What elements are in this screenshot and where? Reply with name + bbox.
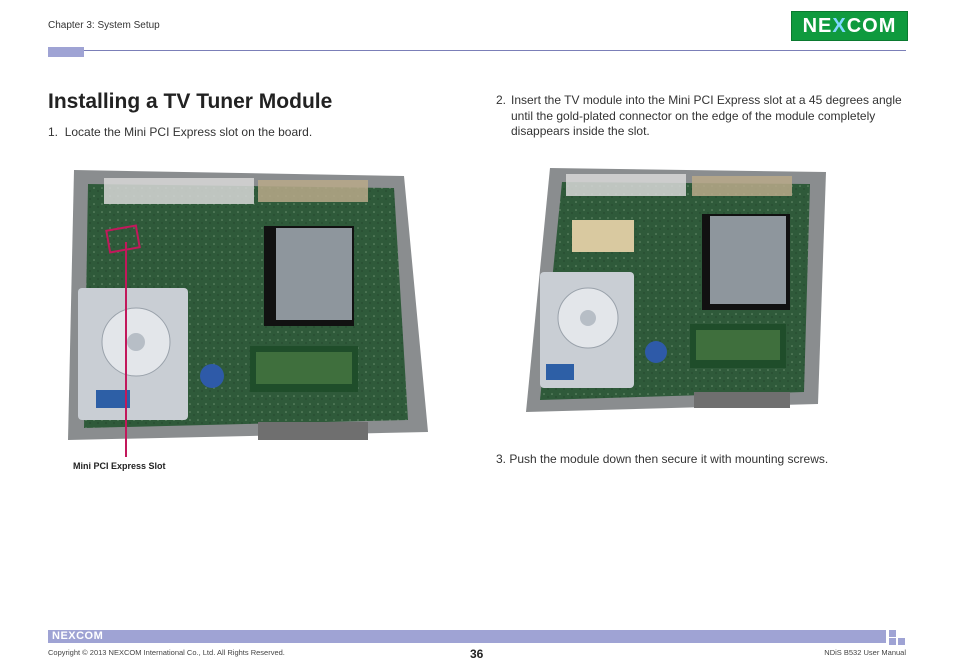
- manual-name: NDiS B532 User Manual: [824, 648, 906, 657]
- footer-square: [889, 630, 896, 637]
- page-number: 36: [470, 647, 484, 661]
- callout-label: Mini PCI Express Slot: [73, 461, 166, 471]
- board-photo-module: [526, 168, 826, 412]
- step-2: 2. Insert the TV module into the Mini PC…: [496, 93, 902, 138]
- header-accent-block: [48, 47, 84, 57]
- copyright-text: Copyright © 2013 NEXCOM International Co…: [48, 648, 285, 657]
- callout-line: [125, 242, 127, 457]
- step-1: 1. Locate the Mini PCI Express slot on t…: [48, 125, 313, 139]
- footer-square: [898, 638, 905, 645]
- footer-square: [889, 638, 896, 645]
- header-rule: [84, 50, 906, 51]
- step-3: 3. Push the module down then secure it w…: [496, 452, 829, 466]
- footer-logo: NEXCOM: [52, 630, 104, 642]
- chapter-header: Chapter 3: System Setup: [48, 20, 160, 31]
- footer-bar: [48, 630, 886, 643]
- page-title: Installing a TV Tuner Module: [48, 90, 333, 113]
- board-photo-slot: [68, 170, 428, 440]
